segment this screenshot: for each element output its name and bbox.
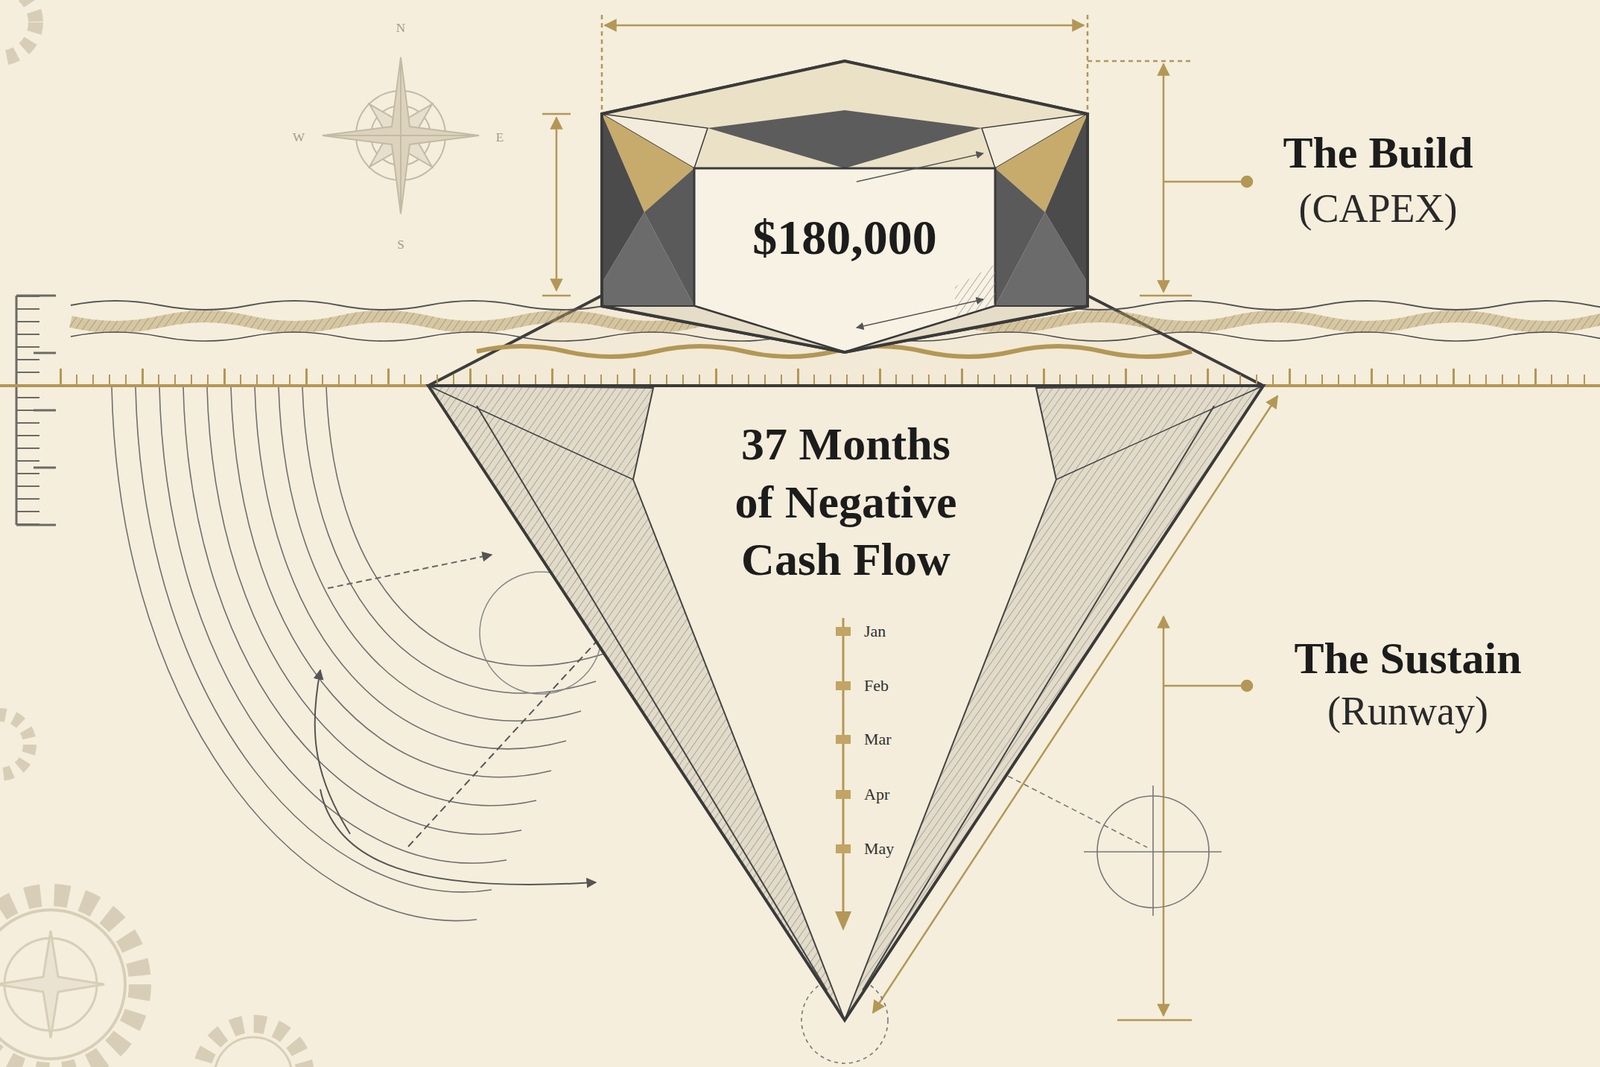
drawn-circle: [0, 715, 30, 775]
compass-letter: E: [496, 131, 504, 146]
timeline-marker: [835, 735, 851, 745]
drawn-line: [604, 24, 1084, 27]
drawn-line: [183, 387, 522, 835]
pavilion-box: 37 Months of Negative Cash Flow: [428, 385, 1264, 1021]
drawn-line: [542, 113, 571, 116]
drawn-line: [1163, 685, 1243, 688]
drawn-line: [33, 352, 56, 355]
gem-shape: [601, 61, 1090, 353]
timeline-marker: [835, 790, 851, 800]
section-subtitle: (Runway): [1327, 689, 1489, 734]
compass-rose: [322, 57, 479, 214]
drawn-line: [542, 294, 571, 298]
drawn-line: [1139, 294, 1192, 298]
drawn-circle: [1241, 680, 1253, 692]
amount-text: $180,000: [752, 209, 938, 266]
pavilion-body: [428, 385, 1264, 1021]
drawn-line: [320, 789, 596, 885]
drawn-line: [33, 409, 56, 412]
compass-letter: S: [397, 238, 404, 253]
gear-decoration: [0, 0, 306, 1067]
drawn-line: [327, 554, 492, 589]
drawn-circle: [1241, 176, 1253, 187]
face-arrow: [856, 153, 984, 182]
drawn-line: [1162, 64, 1165, 292]
section-title: The Sustain: [1293, 633, 1522, 684]
crown-box: $180,000: [694, 168, 996, 307]
drawn-line: [16, 524, 56, 527]
crown-table: [601, 61, 1088, 169]
timeline-marker: [835, 681, 851, 691]
face-arrow: [856, 299, 984, 328]
drawn-shape: [0, 931, 105, 1039]
ruler-left: [16, 295, 56, 526]
drawn-line: [315, 670, 351, 835]
duration-text: 37 Months of Negative Cash Flow: [723, 415, 970, 590]
drawn-line: [16, 294, 56, 298]
drawn-line: [1086, 14, 1090, 112]
drawn-line: [1152, 785, 1154, 917]
crown-outline: [601, 61, 1088, 353]
month-label: Mar: [864, 730, 892, 749]
drawn-line: [1163, 181, 1243, 184]
timeline-marker: [835, 844, 851, 854]
section-subtitle: (CAPEX): [1299, 186, 1458, 231]
drawn-line: [1117, 1019, 1192, 1022]
drawn-line: [59, 374, 1600, 386]
drawn-line: [555, 117, 558, 291]
drawn-line: [111, 387, 477, 922]
month-label: May: [864, 840, 894, 859]
drawn-line: [59, 368, 1600, 386]
crown-facet: [601, 212, 695, 307]
drawn-circle: [0, 0, 36, 59]
crown-facet: [995, 212, 1088, 307]
month-label: Jan: [864, 622, 886, 641]
drawn-line: [322, 134, 479, 137]
timeline-arrow: [835, 911, 852, 932]
crown-outline: [601, 61, 1088, 353]
drawn-line: [33, 467, 56, 470]
month-label: Feb: [864, 677, 889, 695]
section-title: The Build: [1282, 128, 1473, 178]
month-label: Apr: [864, 785, 890, 804]
timeline-axis: [842, 618, 845, 915]
compass-letter: W: [292, 131, 305, 146]
compass-letter: N: [396, 21, 406, 36]
drawn-shape: [322, 57, 479, 214]
drawn-line: [1087, 60, 1192, 63]
drawn-circle: [201, 1024, 306, 1067]
timeline-marker: [835, 627, 851, 637]
drawn-circle: [0, 895, 141, 1067]
drawn-circle: [0, 910, 126, 1060]
drawn-circle: [214, 1037, 292, 1067]
drawn-line: [1162, 616, 1165, 1017]
pavilion-outline: [428, 385, 1264, 1021]
crown-facet: [707, 110, 982, 169]
drawn-line: [601, 14, 604, 112]
